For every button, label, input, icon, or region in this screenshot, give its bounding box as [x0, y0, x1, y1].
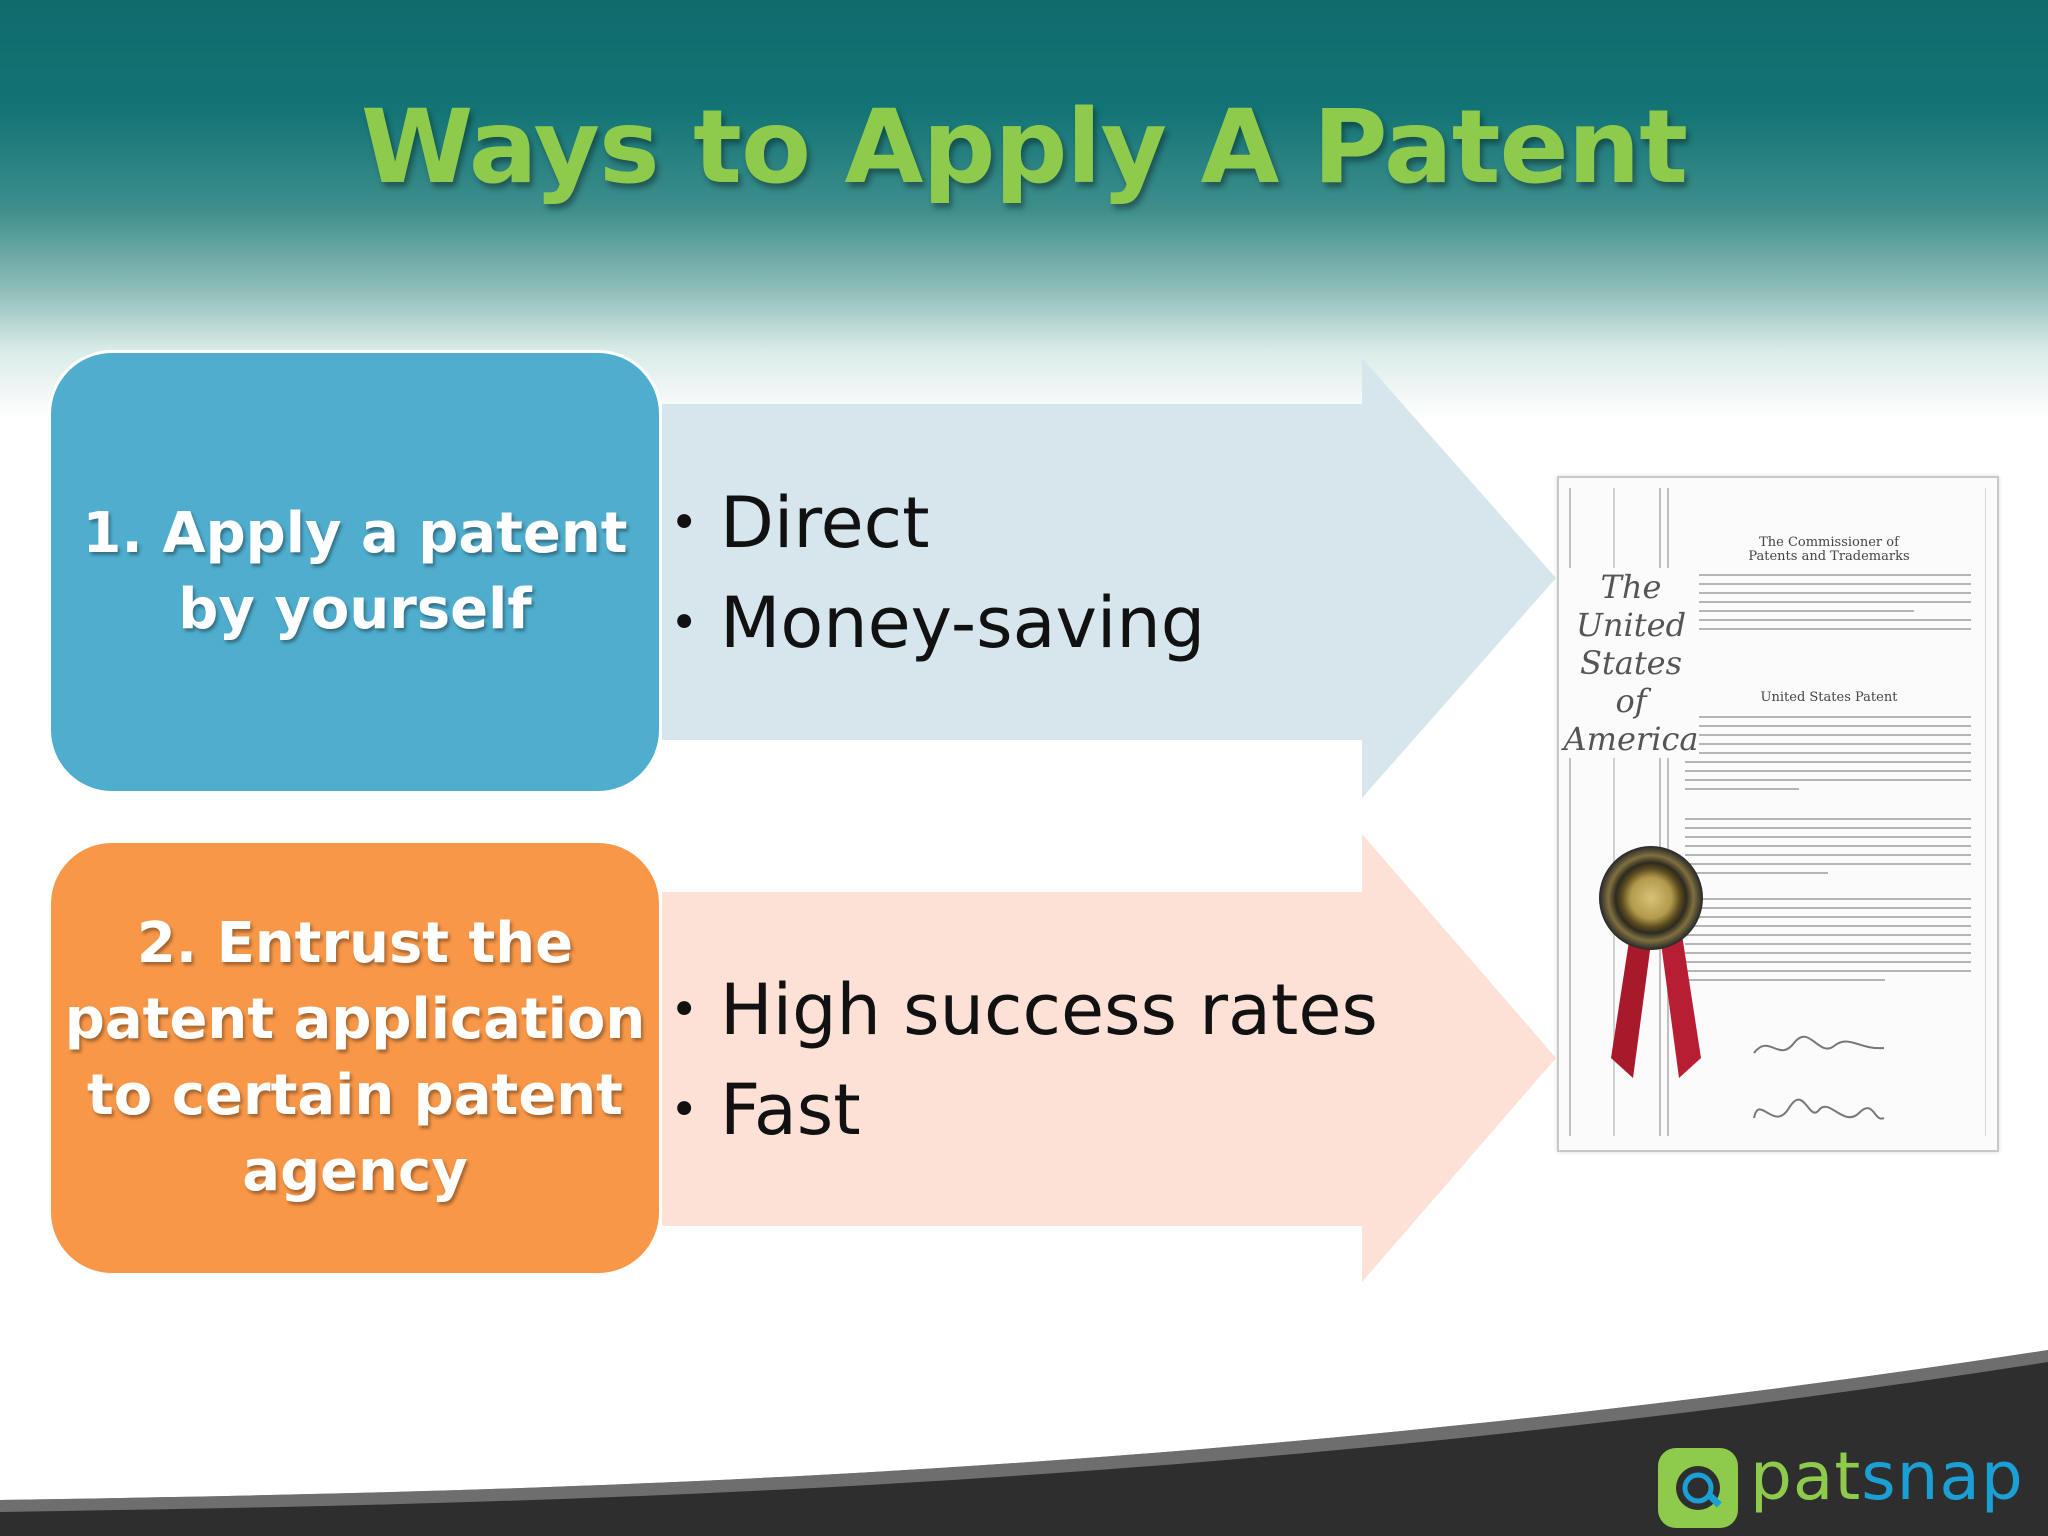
- red-ribbon-icon: [1611, 928, 1701, 1088]
- certificate-heading: The United States of America: [1563, 568, 1699, 758]
- patsnap-logo-icon: [1656, 1446, 1740, 1530]
- patsnap-logo-text: patsnap: [1750, 1438, 2024, 1515]
- gold-seal-icon: [1599, 846, 1703, 950]
- certificate-heading-line: States: [1563, 644, 1699, 682]
- logo-text-snap: snap: [1861, 1438, 2024, 1515]
- certificate-heading-line: United: [1563, 606, 1699, 644]
- certificate-heading-line: America: [1563, 720, 1699, 758]
- certificate-heading-line: of: [1563, 682, 1699, 720]
- logo-text-pat: pat: [1750, 1438, 1861, 1515]
- certificate-heading-line: The: [1563, 568, 1699, 606]
